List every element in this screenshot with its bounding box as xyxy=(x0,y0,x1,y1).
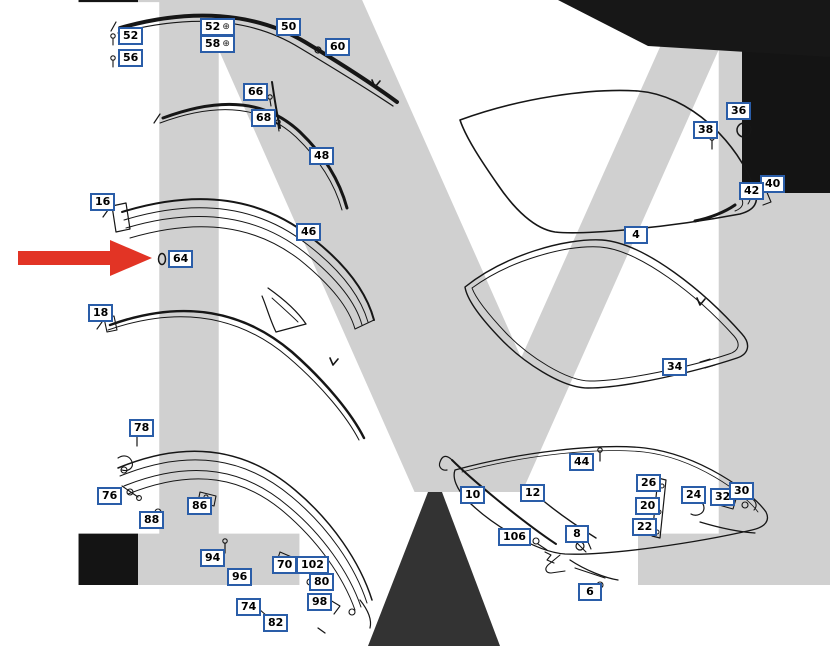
part-label-48[interactable]: 48 xyxy=(309,147,335,165)
part-label-40[interactable]: 40 xyxy=(760,175,786,193)
part-label-56[interactable]: 56 xyxy=(118,49,144,67)
part-label-68[interactable]: 68 xyxy=(251,109,277,127)
part-label-86[interactable]: 86 xyxy=(187,497,213,515)
part-label-88[interactable]: 88 xyxy=(139,511,165,529)
part-label-32[interactable]: 32 xyxy=(710,488,736,506)
screw-icon: ⊕ xyxy=(222,39,230,49)
part-label-42[interactable]: 42 xyxy=(739,182,765,200)
part-label-34[interactable]: 34 xyxy=(662,358,688,376)
part-label-22[interactable]: 22 xyxy=(632,518,658,536)
part-label-18[interactable]: 18 xyxy=(88,304,114,322)
part-label-30[interactable]: 30 xyxy=(729,482,755,500)
lower-rail-art xyxy=(96,309,366,441)
part-label-106[interactable]: 106 xyxy=(498,528,531,546)
part-label-20[interactable]: 20 xyxy=(635,497,661,515)
part-label-6[interactable]: 6 xyxy=(578,583,602,601)
part-label-102[interactable]: 102 xyxy=(296,556,329,574)
part-label-66[interactable]: 66 xyxy=(243,83,269,101)
second-rail-art xyxy=(153,79,381,211)
highlight-arrow xyxy=(18,240,152,276)
part-label-78[interactable]: 78 xyxy=(129,419,155,437)
part-label-82[interactable]: 82 xyxy=(263,614,289,632)
part-label-60[interactable]: 60 xyxy=(325,38,351,56)
highlight-arrow-shape xyxy=(18,240,152,276)
part-label-64[interactable]: 64 xyxy=(168,250,194,268)
part-label-26[interactable]: 26 xyxy=(636,474,662,492)
trunk-seal-art xyxy=(464,239,749,389)
part-label-98[interactable]: 98 xyxy=(307,593,333,611)
part-label-52[interactable]: 52 xyxy=(118,27,144,45)
screw-icon: ⊕ xyxy=(222,22,230,32)
part-label-76[interactable]: 76 xyxy=(97,487,123,505)
part-label-12[interactable]: 12 xyxy=(520,484,546,502)
part-label-10[interactable]: 10 xyxy=(460,486,486,504)
part-label-58[interactable]: 58⊕ xyxy=(200,35,235,53)
part-label-80[interactable]: 80 xyxy=(309,573,335,591)
part-label-50[interactable]: 50 xyxy=(276,18,302,36)
part-label-4[interactable]: 4 xyxy=(624,226,648,244)
part-label-8[interactable]: 8 xyxy=(565,525,589,543)
part-label-74[interactable]: 74 xyxy=(236,598,262,616)
part-label-44[interactable]: 44 xyxy=(569,453,595,471)
top-rail-art xyxy=(110,13,399,107)
part-label-96[interactable]: 96 xyxy=(227,568,253,586)
watermark-overlay-right xyxy=(742,193,830,646)
part-label-52[interactable]: 52⊕ xyxy=(200,18,235,36)
part-label-16[interactable]: 16 xyxy=(90,193,116,211)
part-label-38[interactable]: 38 xyxy=(693,121,719,139)
part-label-46[interactable]: 46 xyxy=(296,223,322,241)
part-label-94[interactable]: 94 xyxy=(200,549,226,567)
part-label-70[interactable]: 70 xyxy=(272,556,298,574)
part-label-24[interactable]: 24 xyxy=(681,486,707,504)
part-label-36[interactable]: 36 xyxy=(726,102,752,120)
